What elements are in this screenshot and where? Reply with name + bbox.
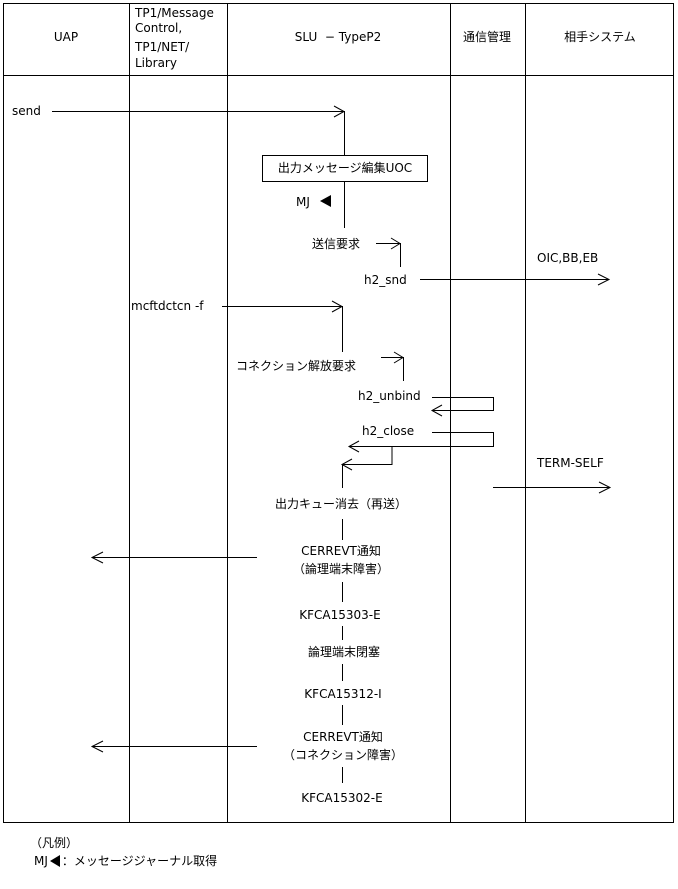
label-cerrevt-2-line1: CERREVT通知	[303, 730, 383, 744]
column-header-tp1-line2: Control,	[135, 21, 182, 35]
label-oic: OIC,BB,EB	[537, 251, 598, 265]
uoc-box	[262, 155, 428, 182]
table-frame	[3, 3, 674, 823]
label-queue-delete: 出力キュー消去（再送）	[275, 496, 407, 511]
label-mj: MJ	[296, 195, 310, 209]
label-release-request: コネクション解放要求	[236, 358, 356, 373]
h2-snd-arrow	[420, 273, 611, 286]
legend-title: （凡例）	[30, 836, 79, 850]
label-kfca15312: KFCA15312-I	[304, 687, 381, 701]
label-h2-unbind: h2_unbind	[358, 389, 421, 403]
label-mcftdctcn: mcftdctcn -f	[131, 299, 204, 313]
label-h2-close: h2_close	[362, 424, 414, 438]
column-header-tp1-line4: Library	[135, 56, 177, 70]
return-arrow	[340, 446, 393, 488]
send-arrow	[52, 105, 346, 118]
label-send: send	[12, 104, 41, 118]
h2-close-loop	[347, 432, 494, 453]
cerrevt-arrow-1	[90, 551, 257, 564]
label-kfca15302: KFCA15302-E	[301, 791, 382, 805]
column-header-partner: 相手システム	[564, 30, 636, 44]
label-cerrevt-1-line1: CERREVT通知	[301, 544, 381, 558]
label-cerrevt-2-line2: （コネクション障害）	[283, 747, 403, 762]
cerrevt-arrow-2	[90, 740, 257, 753]
label-uoc: 出力メッセージ編集UOC	[278, 160, 412, 175]
label-term-self: TERM-SELF	[536, 456, 604, 470]
sequence-diagram: UAP TP1/Message Control, TP1/NET/ Librar…	[3, 3, 674, 823]
term-self-arrow	[493, 481, 612, 494]
label-h2-snd: h2_snd	[364, 273, 407, 287]
legend-description: ：メッセージジャーナル取得	[61, 854, 218, 868]
legend-mj: MJ	[34, 853, 48, 868]
release-request-arrow	[381, 351, 404, 381]
h2-unbind-loop	[430, 397, 494, 417]
column-header-slu: SLU − TypeP2	[295, 30, 381, 44]
legend-row: MJ ：メッセージジャーナル取得	[34, 852, 217, 869]
label-kfca15303: KFCA15303-E	[299, 608, 380, 622]
column-header-tp1-line3: TP1/NET/	[134, 40, 190, 54]
label-terminal-block: 論理端末閉塞	[308, 644, 380, 659]
column-header-comm: 通信管理	[463, 29, 511, 44]
mj-marker-icon	[320, 195, 331, 207]
mcftdctcn-arrow	[222, 300, 344, 352]
send-request-arrow	[376, 237, 401, 267]
column-header-tp1-line1: TP1/Message	[134, 6, 214, 20]
label-cerrevt-1-line2: （論理端末障害）	[293, 561, 389, 576]
mj-marker-legend-icon	[49, 854, 60, 867]
column-header-uap: UAP	[54, 30, 78, 44]
label-send-request: 送信要求	[312, 236, 360, 251]
